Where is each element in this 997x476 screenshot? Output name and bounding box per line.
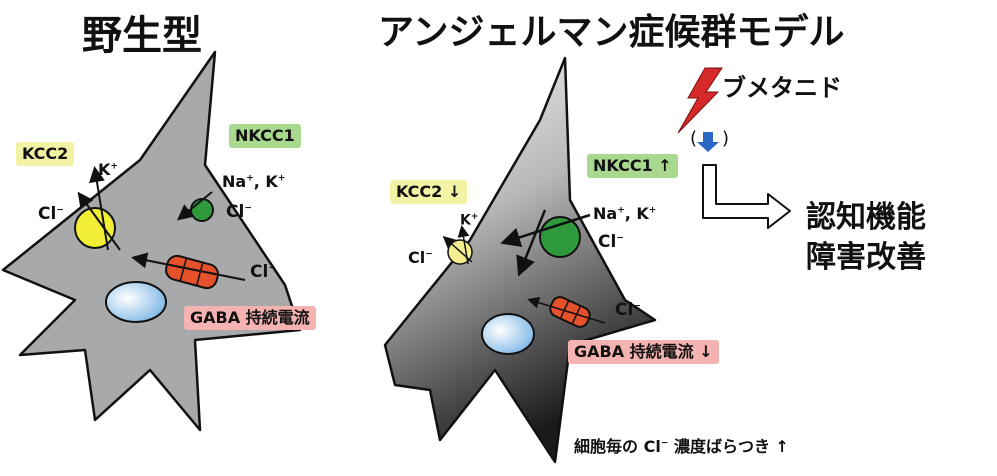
as-na-k-label: Na+, K+ bbox=[593, 204, 657, 223]
wild-type-cell bbox=[1, 50, 302, 432]
as-variability-label: 細胞毎の Cl− 濃度ばらつき ↑ bbox=[574, 437, 789, 456]
wild-k-label: K+ bbox=[98, 160, 118, 179]
as-model-nucleus bbox=[481, 313, 535, 355]
as-cl-kcc-label: Cl− bbox=[408, 248, 433, 267]
as-k-label: K+ bbox=[460, 212, 479, 229]
hollow-arrow-icon bbox=[702, 164, 791, 229]
drug-paren-open: ( bbox=[690, 128, 698, 149]
wild-gaba-channel bbox=[165, 254, 219, 290]
wild-kcc2-transporter bbox=[74, 207, 116, 249]
down-arrow-icon bbox=[697, 132, 719, 152]
as-kcc2-label: KCC2 ↓ bbox=[390, 180, 468, 204]
wild-gaba-label: GABA 持続電流 bbox=[184, 306, 316, 330]
as-cl-nkcc-label: Cl− bbox=[598, 232, 624, 252]
title-as-model: アンジェルマン症候群モデル bbox=[378, 12, 845, 53]
wild-type-nucleus bbox=[105, 281, 167, 323]
drug-paren-close: ) bbox=[722, 128, 730, 149]
wild-kcc2-label: KCC2 bbox=[16, 142, 75, 166]
as-nkcc1-transporter bbox=[539, 216, 581, 258]
wild-cl-gaba-label: Cl− bbox=[250, 262, 276, 282]
wild-cl-nkcc-label: Cl− bbox=[226, 202, 252, 222]
as-gaba-label: GABA 持続電流 ↓ bbox=[568, 340, 719, 364]
wild-nkcc1-label: NKCC1 bbox=[229, 124, 301, 148]
wild-nkcc1-transporter bbox=[190, 198, 214, 222]
outcome-line2: 障害改善 bbox=[806, 240, 926, 275]
as-cl-gaba-label: Cl− bbox=[615, 300, 641, 320]
wild-na-k-label: Na+, K+ bbox=[222, 172, 286, 191]
drug-name: ブメタニド bbox=[722, 74, 842, 102]
as-nkcc1-label: NKCC1 ↑ bbox=[587, 154, 678, 178]
title-wild-type: 野生型 bbox=[82, 13, 202, 59]
lightning-icon bbox=[677, 67, 723, 134]
wild-cl-kcc-label: Cl− bbox=[38, 204, 64, 224]
outcome-line1: 認知機能 bbox=[806, 200, 926, 235]
